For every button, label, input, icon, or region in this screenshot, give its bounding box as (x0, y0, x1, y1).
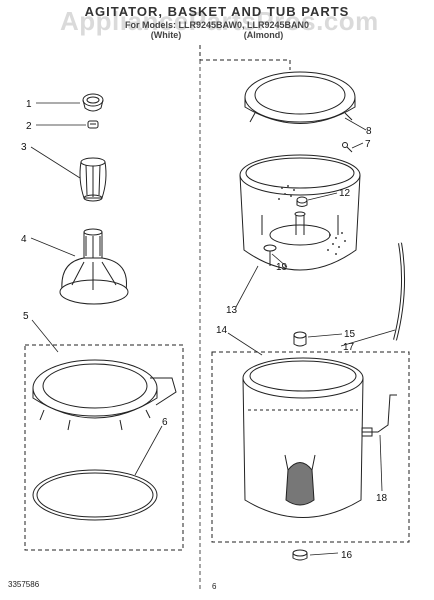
callout-13: 13 (226, 305, 238, 316)
callout-12: 12 (339, 188, 351, 199)
dashed-leader-top (199, 45, 291, 70)
callout-7: 7 (365, 139, 371, 150)
callout-5: 5 (23, 311, 29, 322)
color-almond-label: (Almond) (243, 30, 284, 40)
callout-17: 17 (343, 342, 355, 353)
tub-nut-part (292, 549, 308, 561)
wash-basket-part (239, 154, 361, 271)
tub-top-ring-part (244, 71, 356, 124)
outer-tub-part (242, 357, 364, 518)
callout-18: 18 (376, 493, 388, 504)
drive-block-part (293, 331, 307, 347)
models-line: For Models: LLR9245BAW0, LLR9245BAN0 (124, 20, 310, 30)
callout-4: 4 (21, 234, 27, 245)
color-white-label: (White) (150, 30, 182, 40)
basket-washer-part (263, 244, 277, 266)
callout-6: 6 (162, 417, 168, 428)
footer-part-number: 3357586 (8, 580, 40, 589)
callout-8: 8 (366, 126, 372, 137)
callout-16: 16 (341, 550, 353, 561)
part-group-box-left (24, 344, 184, 551)
agitator-base-part (59, 228, 129, 305)
tub-ring-part (32, 359, 177, 431)
leader-lines (30, 102, 396, 556)
callout-1: 1 (26, 99, 32, 110)
callout-19: 19 (276, 262, 288, 273)
part-group-box-right (211, 351, 410, 543)
agitator-cap-part (82, 93, 104, 112)
tub-fitting-part (361, 394, 397, 437)
agitator-barrel-part (79, 157, 107, 202)
tub-gasket-part (32, 469, 158, 521)
color-line: (White) (Almond) (0, 30, 434, 40)
callout-15: 15 (344, 329, 356, 340)
ring-screw-part (342, 142, 353, 153)
callout-14: 14 (216, 325, 228, 336)
diagram-title: AGITATOR, BASKET AND TUB PARTS (84, 4, 350, 19)
basket-nut-part (296, 196, 308, 207)
footer-page-number: 6 (212, 582, 217, 591)
callout-2: 2 (26, 121, 32, 132)
agitator-fastener-part (87, 120, 99, 129)
callout-3: 3 (21, 142, 27, 153)
